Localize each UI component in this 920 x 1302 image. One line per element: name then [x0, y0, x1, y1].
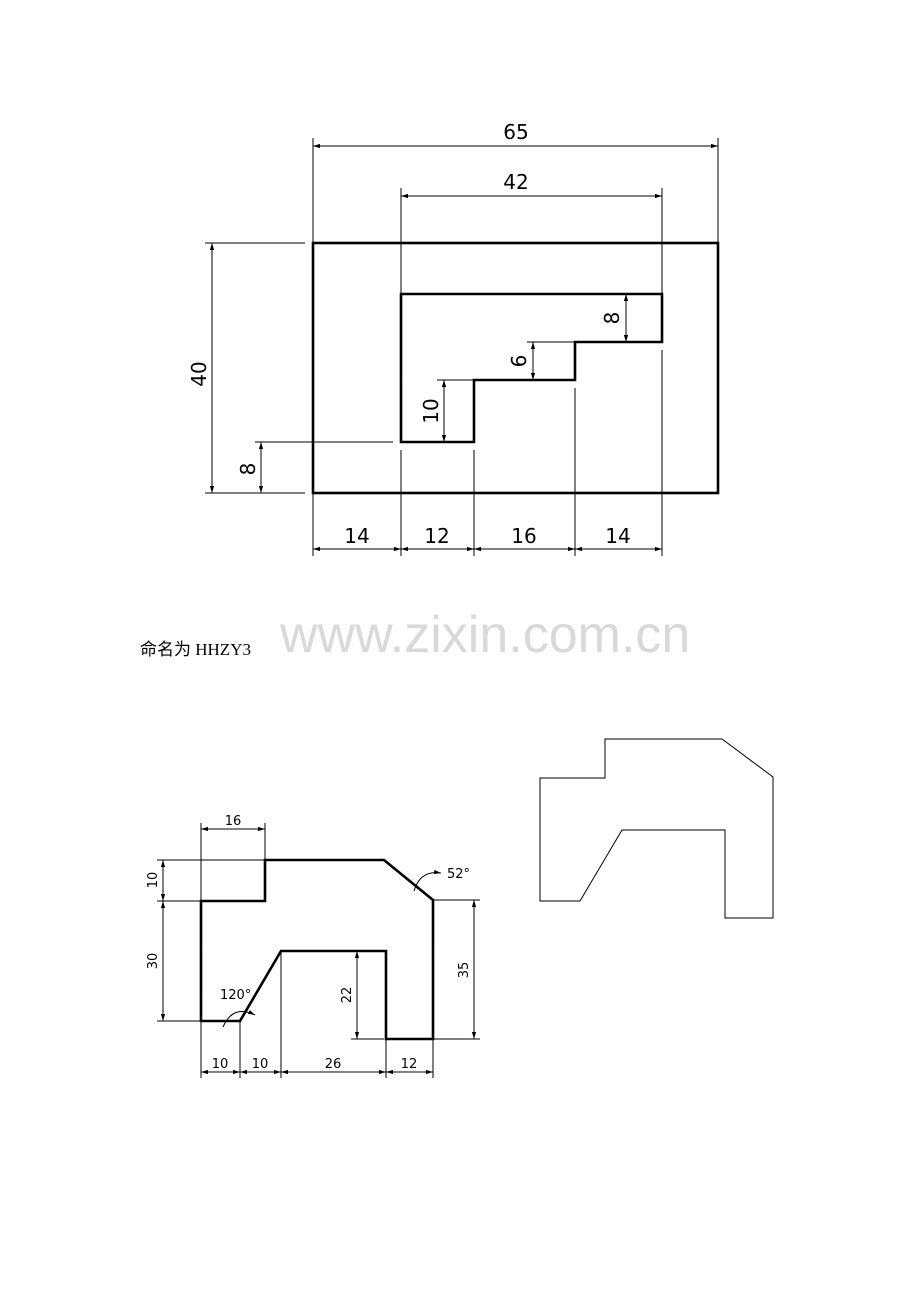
dim-seg-3: 26 — [325, 1057, 342, 1072]
dim-angle-bottom: 120° — [220, 988, 251, 1003]
dim-left-height: 30 — [146, 953, 161, 970]
dim-angle-top: 52° — [447, 867, 470, 882]
result-outline — [539, 738, 774, 919]
drawing-1: 65 42 40 8 8 6 10 14 12 16 14 — [187, 120, 720, 556]
dim-overall-width: 65 — [503, 120, 528, 144]
extension-lines — [205, 138, 719, 556]
drawing-2: 16 10 30 52° 120° 22 35 10 10 26 12 — [146, 814, 480, 1078]
dim-seg-2: 10 — [252, 1057, 269, 1072]
dim-right-height: 35 — [457, 962, 472, 979]
dimension-lines — [209, 143, 718, 552]
outer-rectangle — [311, 241, 720, 495]
dim-seg-2: 12 — [424, 524, 449, 548]
dim-bottom-offset: 8 — [236, 463, 260, 476]
dim-seg-1: 14 — [344, 524, 369, 548]
drawing-caption: 命名为 HHZY3 — [140, 640, 251, 659]
dim-inner-height: 22 — [340, 987, 355, 1004]
extension-lines-2 — [157, 823, 480, 1078]
dim-seg-1: 10 — [212, 1057, 229, 1072]
dim-overall-height: 40 — [187, 361, 211, 386]
dim-seg-4: 14 — [605, 524, 630, 548]
dimension-lines-2 — [160, 826, 477, 1075]
dim-seg-3: 16 — [511, 524, 536, 548]
dim-step-low: 10 — [419, 398, 443, 423]
dim-step-high: 8 — [600, 312, 624, 325]
dim-seg-4: 12 — [401, 1057, 418, 1072]
watermark: www.zixin.com.cn — [279, 606, 690, 664]
profile-outline — [199, 858, 435, 1041]
dim-inner-width: 42 — [503, 170, 528, 194]
dim-top-width: 16 — [225, 814, 242, 829]
dim-left-top-height: 10 — [146, 872, 161, 889]
dim-step-mid: 6 — [507, 355, 531, 368]
